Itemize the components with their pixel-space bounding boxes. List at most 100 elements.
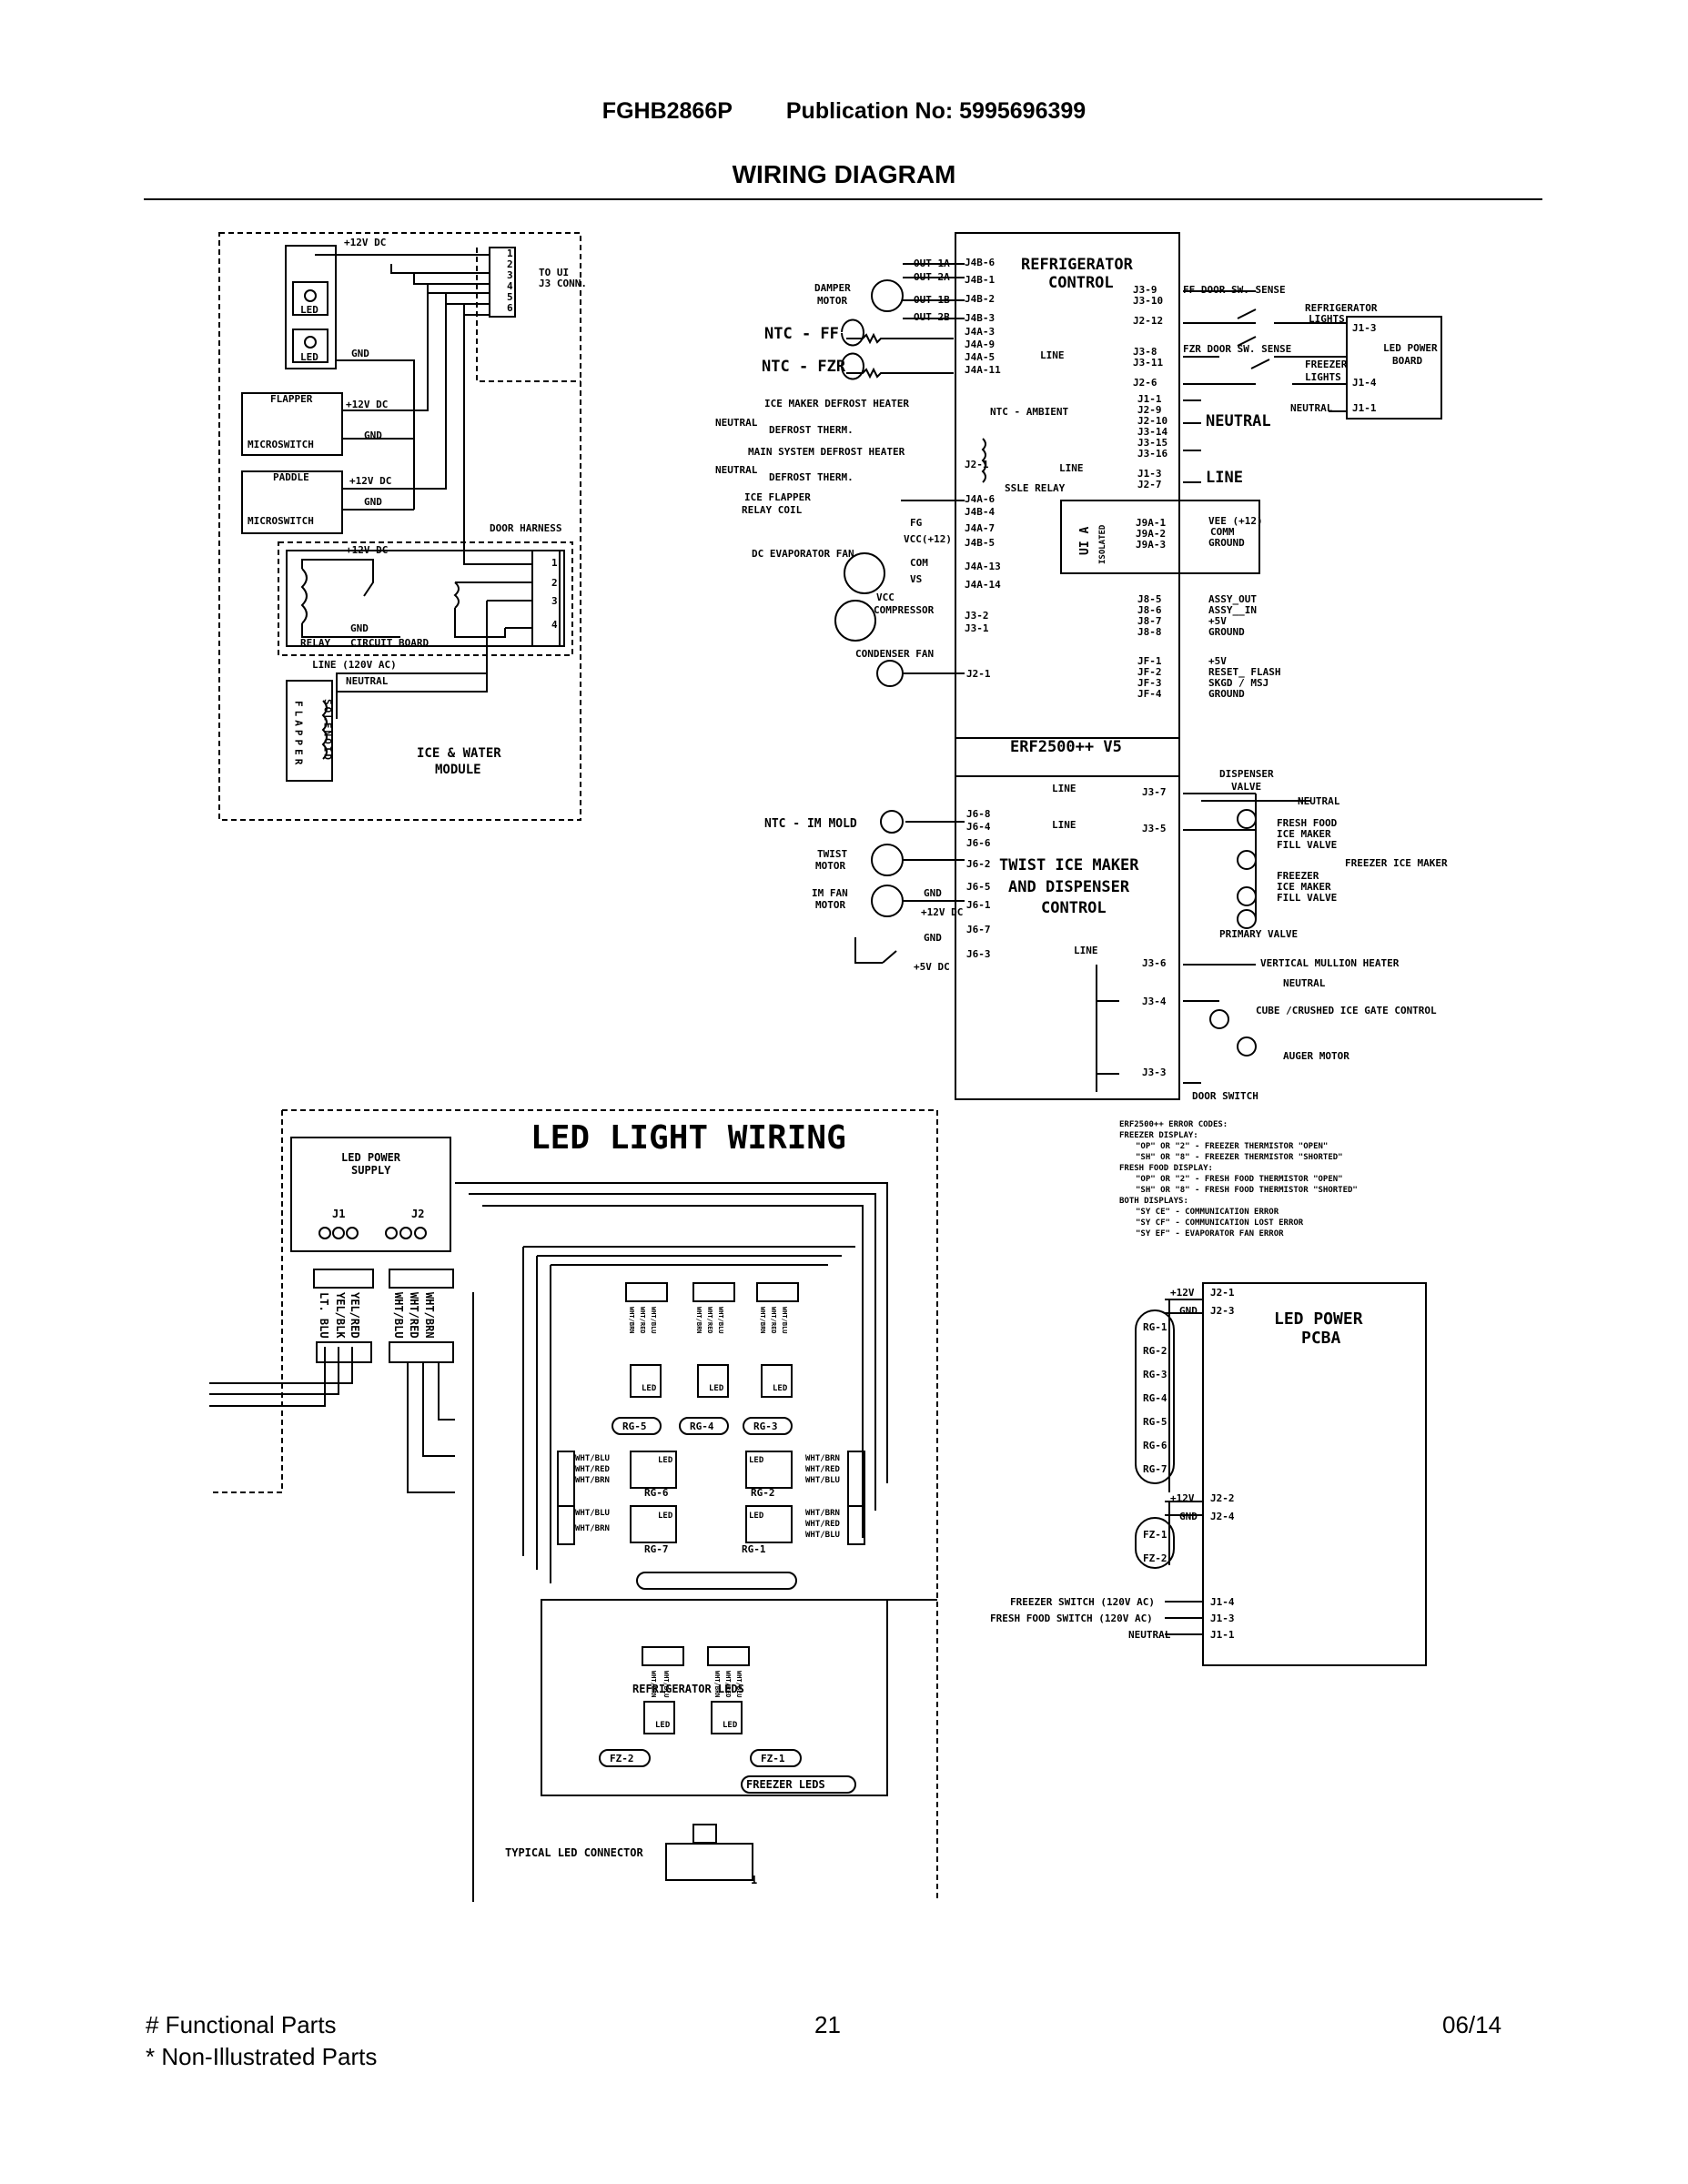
pcba-j1-1: J1-1 bbox=[1210, 1629, 1235, 1641]
error-code-line: "SY CE" - COMMUNICATION ERROR bbox=[1136, 1208, 1279, 1217]
vcc12-label: VCC(+12) bbox=[904, 533, 952, 545]
rg4-wire-3: WHT/BLU bbox=[717, 1307, 724, 1334]
im-fan-label-2: MOTOR bbox=[815, 899, 845, 911]
board-name: ERF2500++ V5 bbox=[1010, 738, 1122, 756]
j6-4: J6-4 bbox=[966, 821, 991, 833]
dispenser-valve-label-2: VALVE bbox=[1231, 781, 1261, 793]
pcba-j2-4: J2-4 bbox=[1210, 1511, 1235, 1522]
fresh-food-valve-label-1: FRESH FOOD bbox=[1277, 817, 1338, 829]
j6-5: J6-5 bbox=[966, 881, 991, 893]
header-rule bbox=[144, 198, 1542, 200]
fz1-wire-1: WHT/BRN bbox=[713, 1671, 721, 1698]
j6-3: J6-3 bbox=[966, 948, 991, 960]
refrigerator-lights-label-1: REFRIGERATOR bbox=[1305, 302, 1378, 314]
ntc-fzr-label: NTC - FZR bbox=[762, 358, 846, 376]
rg2-wht-brn: WHT/BRN bbox=[805, 1454, 840, 1463]
compressor-label: COMPRESSOR bbox=[874, 604, 935, 616]
ntc-ff-label: NTC - FF bbox=[764, 325, 839, 343]
j6-8: J6-8 bbox=[966, 808, 991, 820]
publication-number: Publication No: 5995696399 bbox=[785, 98, 1087, 124]
rg1-wht-blu: WHT/BLU bbox=[805, 1531, 840, 1540]
j3-16: J3-16 bbox=[1137, 448, 1167, 460]
fg-label: FG bbox=[910, 517, 923, 529]
twist-ice-maker-title-3: CONTROL bbox=[1041, 899, 1107, 917]
led-label-1: LED bbox=[300, 304, 318, 316]
damper-motor-label-2: MOTOR bbox=[817, 295, 847, 307]
j4b-3: J4B-3 bbox=[965, 312, 995, 324]
jf-4: JF-4 bbox=[1137, 688, 1162, 700]
reset-flash-label: RESET_ FLASH bbox=[1208, 666, 1280, 678]
j4b-6: J4B-6 bbox=[965, 257, 995, 268]
im-line-label-3: LINE bbox=[1074, 945, 1098, 956]
neutral-label-2: NEUTRAL bbox=[715, 417, 758, 429]
rg4-badge: RG-4 bbox=[690, 1421, 714, 1432]
rg6-wht-brn: WHT/BRN bbox=[575, 1476, 610, 1485]
door-harness-label: DOOR HARNESS bbox=[490, 522, 561, 534]
j6-1: J6-1 bbox=[966, 899, 991, 911]
j1-label: J1 bbox=[332, 1208, 345, 1220]
ground-label-2: GROUND bbox=[1208, 626, 1245, 638]
refrigerator-lights-label-2: LIGHTS bbox=[1309, 313, 1345, 325]
module-title-2: MODULE bbox=[435, 763, 481, 777]
solenoid-vertical: SOLENOID bbox=[322, 699, 334, 762]
fz2-wire-2: WHT/BLU bbox=[662, 1671, 670, 1698]
error-code-line: "SY EF" - EVAPORATOR FAN ERROR bbox=[1136, 1229, 1284, 1239]
jf-5v-label: +5V bbox=[1208, 655, 1227, 667]
pcba-rg1: RG-1 bbox=[1143, 1321, 1167, 1333]
rg5-badge: RG-5 bbox=[622, 1421, 647, 1432]
ssle-relay-label: SSLE RELAY bbox=[1005, 482, 1066, 494]
defrost-therm-label-2: DEFROST THERM. bbox=[769, 471, 854, 483]
pin-4: 4 bbox=[507, 280, 513, 292]
refrigerator-control-title-2: CONTROL bbox=[1048, 274, 1114, 292]
fresh-food-valve-label-3: FILL VALVE bbox=[1277, 839, 1337, 851]
compressor-symbol bbox=[834, 600, 876, 642]
label-12v-dc: +12V DC bbox=[344, 237, 386, 248]
gnd-label-3: GND bbox=[364, 496, 382, 508]
paddle-label: PADDLE bbox=[273, 471, 309, 483]
j2-7: J2-7 bbox=[1137, 479, 1162, 490]
fz1-wire-3: WHT/BLU bbox=[735, 1671, 743, 1698]
j2-wht-red-wire: WHT/RED bbox=[408, 1292, 420, 1339]
j4a-5: J4A-5 bbox=[965, 351, 995, 363]
door-switch-label: DOOR SWITCH bbox=[1192, 1090, 1258, 1102]
j6-7: J6-7 bbox=[966, 924, 991, 935]
yel-red-wire: YEL/RED bbox=[349, 1292, 361, 1339]
im-5v-label: +5V DC bbox=[914, 961, 950, 973]
im-line-label-2: LINE bbox=[1052, 819, 1076, 831]
pcba-12v-2: +12V bbox=[1170, 1492, 1195, 1504]
j9a-2: J9A-2 bbox=[1136, 528, 1166, 540]
led-fz1: LED bbox=[723, 1721, 738, 1730]
lt-blu-wire: LT. BLU bbox=[318, 1292, 330, 1339]
pin-5: 5 bbox=[507, 291, 513, 303]
typical-led-connector bbox=[665, 1843, 753, 1881]
im-12v-label: +12V DC bbox=[921, 906, 963, 918]
relay-label: RELAY bbox=[300, 637, 330, 649]
vertical-mullion-label: VERTICAL MULLION HEATER bbox=[1260, 957, 1400, 969]
page-header: FGHB2866P Publication No: 5995696399 bbox=[0, 98, 1688, 125]
neutral-label-3: NEUTRAL bbox=[715, 464, 758, 476]
im-neutral-label-2: NEUTRAL bbox=[1283, 977, 1326, 989]
led-board-j1-1: J1-1 bbox=[1352, 402, 1377, 414]
error-code-line: "SH" OR "8" - FREEZER THERMISTOR "SHORTE… bbox=[1136, 1153, 1343, 1162]
line-label-1: LINE bbox=[1059, 462, 1084, 474]
j2-wht-brn-wire: WHT/BRN bbox=[423, 1292, 436, 1339]
error-codes-block: ERF2500++ ERROR CODES: FREEZER DISPLAY: … bbox=[1119, 1120, 1358, 1239]
vs-label: VS bbox=[910, 573, 922, 585]
ui-a-box bbox=[1060, 500, 1260, 574]
harness-pin-1: 1 bbox=[551, 557, 558, 569]
ice-flapper-label-2: RELAY COIL bbox=[742, 504, 803, 516]
comm-label: COMM bbox=[1210, 526, 1235, 538]
rg7-wht-blu: WHT/BLU bbox=[575, 1509, 610, 1518]
dispenser-valve-label-1: DISPENSER bbox=[1219, 768, 1274, 780]
j2-10: J2-10 bbox=[1137, 415, 1167, 427]
led-rg4: LED bbox=[709, 1384, 724, 1393]
condenser-fan-label: CONDENSER FAN bbox=[855, 648, 934, 660]
j3-9: J3-9 bbox=[1133, 284, 1157, 296]
assy-out-label: ASSY_OUT bbox=[1208, 593, 1257, 605]
pcba-fz2: FZ-2 bbox=[1143, 1552, 1167, 1564]
twist-ice-maker-title-1: TWIST ICE MAKER bbox=[999, 856, 1139, 875]
error-code-line: "SY CF" - COMMUNICATION LOST ERROR bbox=[1136, 1218, 1304, 1228]
j6-6: J6-6 bbox=[966, 837, 991, 849]
pcba-12v-1: +12V bbox=[1170, 1287, 1195, 1299]
